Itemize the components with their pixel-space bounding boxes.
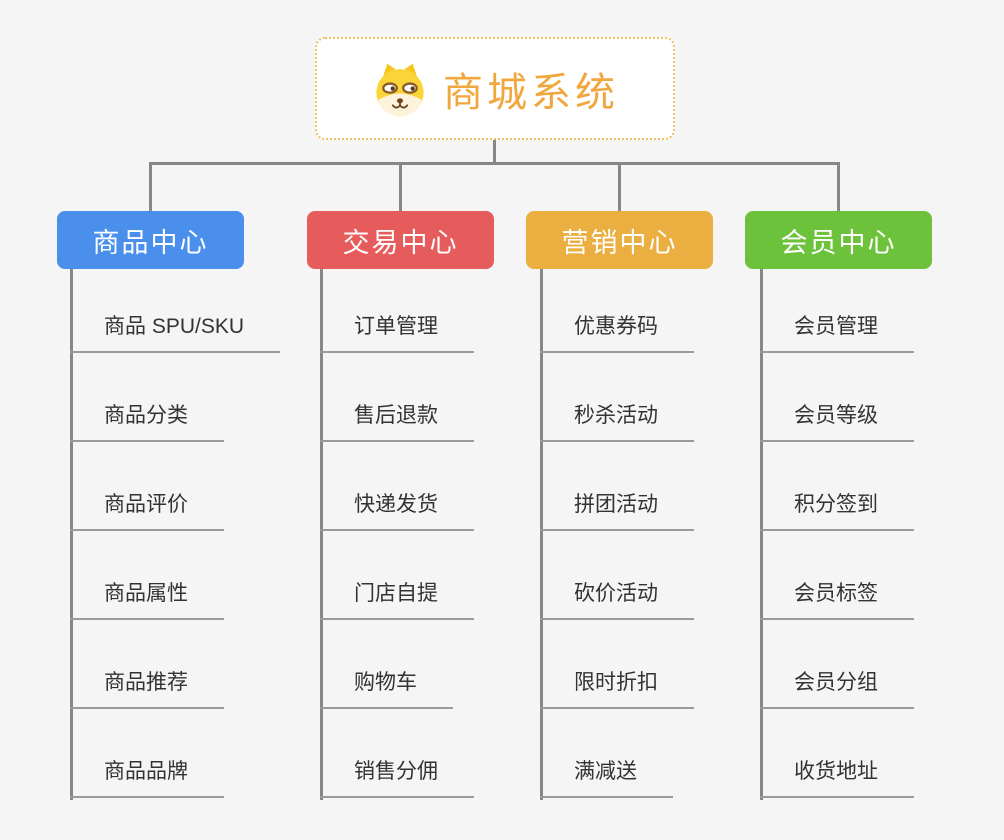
branch-marketing-center[interactable]: 营销中心 (526, 211, 713, 269)
leaf-node[interactable]: 秒杀活动 (540, 402, 694, 442)
connector-trunk (760, 269, 763, 800)
connector-root-drop (493, 140, 496, 163)
branch-product-center[interactable]: 商品中心 (57, 211, 244, 269)
connector-branch-drop (618, 162, 621, 212)
connector-trunk (540, 269, 543, 800)
connector-branch-drop (149, 162, 152, 212)
branch-label: 营销中心 (561, 227, 678, 258)
leaf-node[interactable]: 门店自提 (320, 580, 474, 620)
connector-trunk (320, 269, 323, 800)
branch-trade-center[interactable]: 交易中心 (307, 211, 494, 269)
leaf-node[interactable]: 拼团活动 (540, 491, 694, 531)
branch-member-center[interactable]: 会员中心 (745, 211, 932, 269)
leaf-node[interactable]: 会员等级 (760, 402, 914, 442)
connector-trunk (70, 269, 73, 800)
leaf-node[interactable]: 售后退款 (320, 402, 474, 442)
leaf-node[interactable]: 积分签到 (760, 491, 914, 531)
leaf-node[interactable]: 砍价活动 (540, 580, 694, 620)
branch-label: 商品中心 (92, 227, 209, 258)
leaf-node[interactable]: 商品属性 (70, 580, 224, 620)
leaf-node[interactable]: 快递发货 (320, 491, 474, 531)
leaf-node[interactable]: 优惠券码 (540, 313, 694, 353)
root-label: 商城系统 (443, 70, 619, 115)
root-node[interactable]: 商城系统 (315, 37, 675, 140)
connector-branch-drop (399, 162, 402, 212)
leaf-node[interactable]: 会员管理 (760, 313, 914, 353)
leaf-node[interactable]: 商品推荐 (70, 669, 224, 709)
leaf-node[interactable]: 商品分类 (70, 402, 224, 442)
leaf-node[interactable]: 会员标签 (760, 580, 914, 620)
connector-branch-drop (837, 162, 840, 212)
leaf-node[interactable]: 收货地址 (760, 758, 914, 798)
leaf-node[interactable]: 销售分佣 (320, 758, 474, 798)
leaf-node[interactable]: 商品品牌 (70, 758, 224, 798)
leaf-node[interactable]: 商品评价 (70, 491, 224, 531)
leaf-node[interactable]: 订单管理 (320, 313, 474, 353)
connector-bus (149, 162, 840, 165)
leaf-node[interactable]: 限时折扣 (540, 669, 694, 709)
dog-face-icon (376, 63, 424, 116)
leaf-node[interactable]: 会员分组 (760, 669, 914, 709)
branch-label: 会员中心 (780, 227, 897, 258)
branch-label: 交易中心 (342, 227, 459, 258)
leaf-node[interactable]: 购物车 (320, 669, 453, 709)
leaf-node[interactable]: 商品 SPU/SKU (70, 313, 281, 353)
leaf-node[interactable]: 满减送 (540, 758, 673, 798)
